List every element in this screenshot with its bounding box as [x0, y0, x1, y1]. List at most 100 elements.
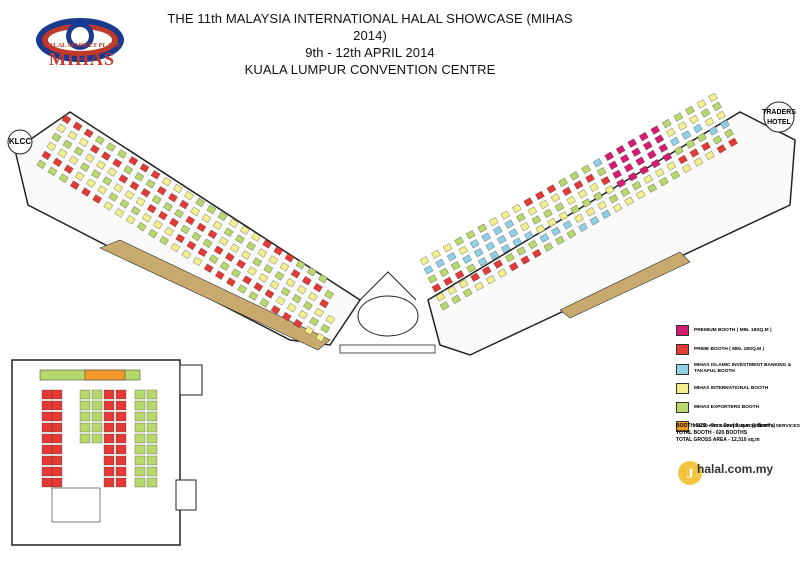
booth-cell	[251, 232, 261, 242]
booth-cell	[113, 183, 124, 193]
legend-label: PREMIUM BOOTH ( Min. 18sq.m )	[694, 327, 772, 333]
legend-item-premium: PREMIUM BOOTH ( Min. 18sq.m )	[676, 325, 804, 336]
booth-cell	[639, 132, 649, 142]
booth-cell	[58, 173, 69, 183]
booth-cell	[493, 226, 503, 236]
booth-cell	[262, 239, 272, 249]
legend-label: FOOD PACKAGING, MACHINERY & SERVICES	[694, 423, 800, 429]
legend-label: MIHAS INTERNATIONAL BOOTH	[694, 385, 769, 391]
booth-cell	[103, 201, 114, 211]
inset-booth-cell	[79, 400, 91, 411]
booth-cell	[470, 272, 480, 282]
booth-cell	[654, 134, 665, 144]
booth-cell	[635, 156, 645, 166]
booth-cell	[51, 132, 62, 143]
booth-cell	[450, 261, 461, 271]
booth-cell	[275, 296, 286, 306]
booth-cell	[223, 227, 234, 237]
mihas-emblem-icon	[36, 18, 124, 62]
booth-cell	[319, 298, 329, 309]
legend-label: PRIME BOOTH ( Min. 18sq.m )	[694, 346, 765, 352]
note-total-booth: TOTAL BOOTH - 620 BOOTHS	[676, 430, 748, 436]
booth-cell	[268, 255, 279, 265]
inset-booth-cell	[51, 455, 63, 466]
legend-swatch	[676, 363, 689, 375]
booth-cell	[716, 110, 726, 120]
booth-cell	[106, 142, 116, 152]
booth-cell	[528, 239, 538, 250]
booth-cell	[473, 248, 484, 258]
booth-cell	[314, 307, 324, 318]
booth-cell	[627, 138, 637, 148]
booth-cell	[81, 187, 91, 197]
booth-cell	[624, 196, 634, 206]
inset-booth-cell	[103, 477, 115, 488]
booth-cell	[504, 219, 515, 229]
booth-cell	[485, 275, 496, 285]
booth-cell	[693, 123, 703, 134]
title-dates: 9th - 12th APRIL 2014	[305, 45, 435, 60]
booth-cell	[685, 139, 696, 149]
booth-cell	[477, 223, 487, 233]
booth-cell	[566, 195, 576, 205]
booth-cell	[286, 303, 297, 313]
booth-cell	[207, 229, 218, 239]
klcc-circle-icon	[7, 129, 33, 155]
booth-cell	[324, 289, 334, 300]
right-wing-booths	[419, 92, 738, 311]
inset-booth-cell	[41, 444, 53, 455]
booth-cell	[581, 198, 592, 208]
inset-booth-cell	[103, 455, 115, 466]
website-url[interactable]: halal.com.my	[697, 462, 774, 476]
booth-cell	[129, 181, 140, 191]
booth-cell	[581, 164, 591, 174]
inset-booth-cell	[91, 422, 103, 433]
booth-cell	[298, 310, 308, 320]
booth-cell	[531, 215, 542, 225]
inset-booth-cell	[79, 411, 91, 422]
inset-booth-cell	[51, 411, 63, 422]
booth-cell	[600, 176, 611, 186]
booth-cell	[169, 217, 179, 228]
inset-booth-cell	[115, 433, 127, 444]
inset-booth-cell	[134, 455, 146, 466]
booth-cell	[532, 248, 542, 259]
booth-cell	[469, 239, 480, 249]
note-booth-size: BOOTH SIZE - 3m x 3m ( 9sq.m @ Booth )	[676, 423, 776, 429]
booth-cell	[118, 174, 129, 184]
booth-cell	[170, 242, 180, 253]
booth-cell	[697, 132, 707, 143]
mihas-logo	[30, 8, 130, 90]
booth-cell	[274, 271, 285, 281]
booth-cell	[235, 234, 245, 244]
booth-cell	[523, 197, 534, 207]
booth-cell	[497, 235, 507, 245]
booth-cell	[612, 203, 623, 213]
booth-cell	[62, 139, 73, 149]
booth-cell	[696, 99, 707, 109]
booth-cell	[158, 211, 168, 221]
booth-cell	[119, 199, 130, 209]
inset-booth-cell	[103, 400, 115, 411]
booth-cell	[163, 202, 173, 212]
booth-cell	[458, 245, 468, 255]
booth-cell	[612, 169, 622, 179]
booth-cell	[173, 184, 183, 194]
booth-cell	[597, 200, 607, 210]
booth-cell	[218, 236, 229, 246]
booth-cell	[168, 193, 178, 203]
booth-cell	[585, 173, 595, 183]
booth-cell	[619, 154, 630, 164]
booth-cell	[658, 143, 669, 153]
booth-cell	[123, 165, 134, 175]
booth-cell	[708, 126, 719, 136]
inset-booth-cell	[134, 433, 146, 444]
booth-cell	[466, 263, 476, 273]
booth-cell	[258, 273, 269, 283]
inset-booth-cell	[51, 466, 63, 477]
booth-cell	[616, 178, 626, 188]
inset-booth-cell	[146, 422, 158, 433]
booth-cell	[592, 158, 603, 168]
legend-swatch	[676, 325, 689, 336]
booth-cell	[295, 260, 306, 270]
